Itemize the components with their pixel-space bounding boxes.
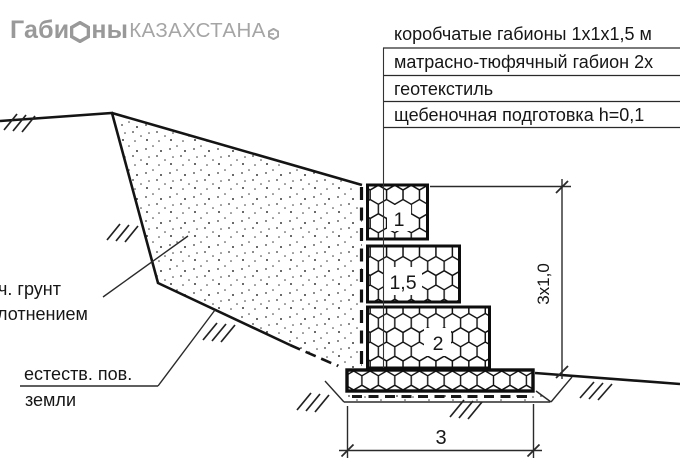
height-dimension [430, 179, 571, 379]
width-dimension-label: 3 [435, 427, 446, 449]
mattress-gabion [345, 368, 535, 393]
ground-label-line2: земли [25, 390, 76, 410]
soil-label-line2: лотнением [0, 304, 88, 324]
logo-text-ny: ны [91, 16, 129, 44]
logo: Габи ны КАЗАХСТАНА [10, 16, 279, 45]
gravel-bed [324, 376, 573, 403]
gabion-box-2-label: 1,5 [389, 272, 416, 294]
label-halo [387, 205, 411, 231]
callout-geotextile: геотекстиль [394, 79, 493, 99]
label-halo [383, 267, 422, 295]
height-dimension-label: 3х1,0 [534, 263, 553, 305]
hatch-bottom-left [296, 392, 330, 413]
hatch-top-left [3, 113, 36, 133]
annotation-leaders [20, 235, 216, 387]
hatch-lower-slope [202, 322, 236, 343]
callout-table [383, 47, 680, 129]
callout-box-gabions: коробчатые габионы 1х1х1,5 м [394, 24, 652, 44]
logo-text-kazakhstan: КАЗАХСТАНА [129, 18, 266, 42]
callout-mattress-gabion: матрасно-тюфячный габион 2х [394, 52, 653, 72]
hatch-marks [3, 113, 613, 420]
gabion-box-3-label: 2 [433, 333, 444, 355]
label-halo [424, 328, 451, 356]
backfill-soil-area [112, 113, 362, 369]
logo-mark-icon [267, 27, 279, 40]
gabion-wall: 1 1,5 2 [345, 183, 535, 393]
hexagon-o-icon [70, 20, 91, 43]
gabion-box-1-label: 1 [394, 209, 405, 231]
logo-text-gabi: Габи [10, 16, 70, 44]
soil-label-line1: ч. грунт [0, 279, 61, 299]
width-dimension [339, 404, 542, 458]
hatch-bottom-right [579, 381, 613, 401]
hatch-bottom-center [449, 399, 483, 420]
callout-gravel-bed: щебеночная подготовка h=0,1 [394, 105, 644, 125]
ground-label-line1: естеств. пов. [24, 364, 132, 384]
hatch-upper-slope [106, 223, 139, 243]
gabion-box-3 [366, 305, 491, 370]
